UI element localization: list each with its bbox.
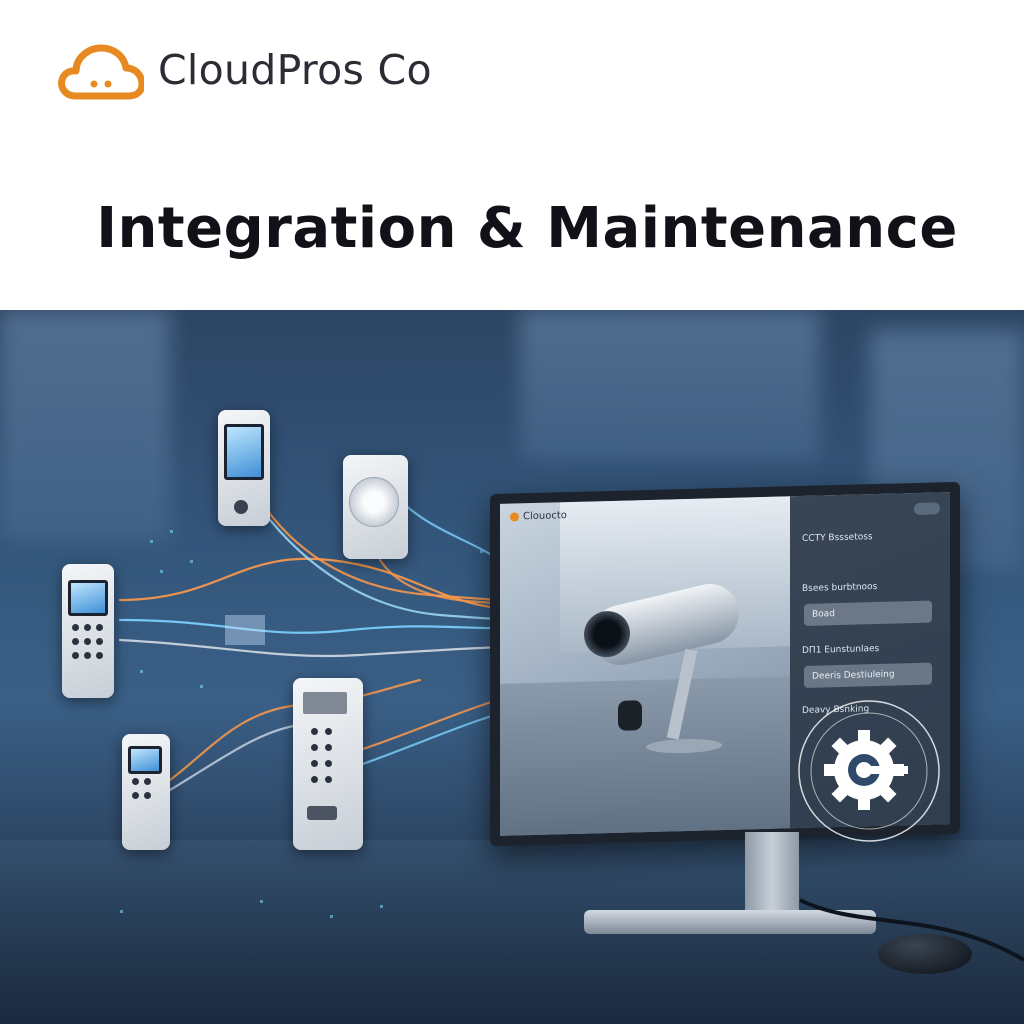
keypad-device (62, 564, 114, 698)
header: CloudPros Co Integration & Maintenance (0, 0, 1024, 310)
thermostat-device (218, 410, 270, 526)
panel-button[interactable]: Deeris Destiuleing (804, 662, 932, 688)
brand-name: CloudPros Co (158, 46, 432, 94)
app-title: Clouocto (510, 510, 567, 522)
access-control-panel-device (293, 678, 363, 850)
monitor-base (584, 910, 876, 934)
background-window (0, 310, 170, 540)
panel-button[interactable]: Boad (804, 600, 932, 626)
panel-item[interactable]: DΠ1 Eunstunlaes (802, 643, 880, 656)
gear-icon (798, 700, 940, 842)
smoke-detector-device (343, 455, 408, 559)
background-window (520, 310, 820, 460)
monitor-stand (745, 832, 799, 924)
window-controls[interactable] (914, 502, 940, 516)
cloud-logo-icon (58, 44, 144, 100)
card-reader-device (122, 734, 170, 850)
panel-item[interactable]: CCTY Bsssetoss (802, 532, 873, 544)
page-title: Integration & Maintenance (96, 196, 958, 261)
mouse (878, 934, 972, 974)
panel-item[interactable]: Bsees burbtnoos (802, 582, 878, 594)
cable (799, 898, 1024, 962)
room-floor (500, 676, 790, 836)
hero-illustration: Clouocto CCTY Bsssetoss Bsees burbtnoos … (0, 310, 1024, 1024)
